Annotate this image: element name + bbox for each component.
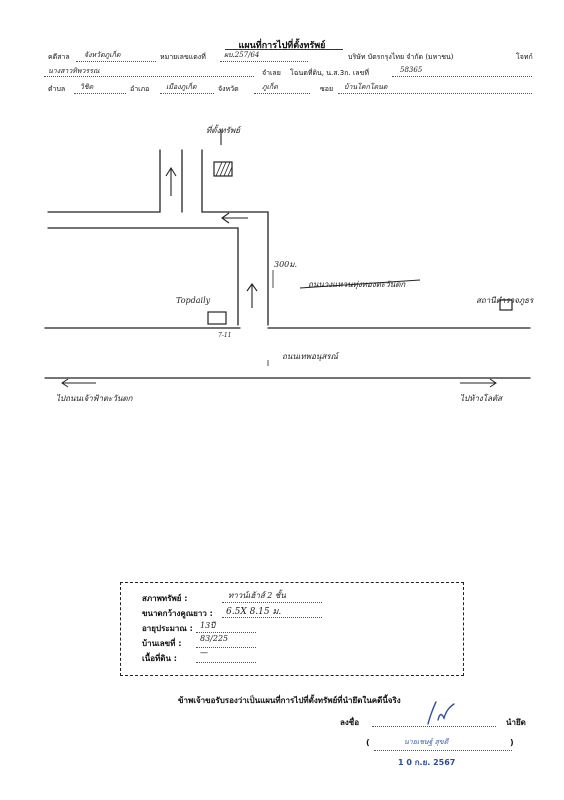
province-label: จังหวัด: [218, 85, 239, 93]
sign-label: ลงชื่อ: [340, 718, 360, 727]
size-label: ขนาดกว้างคูณยาว :: [142, 609, 213, 618]
tambon-line: [74, 93, 126, 94]
house-no-line: [196, 647, 256, 648]
soi-label: ซอย: [320, 85, 334, 93]
shop-marker: [207, 311, 227, 325]
document-title: แผนที่การไปที่ตั้งทรัพย์: [238, 41, 326, 51]
type-value: ทาวน์เฮ้าส์ 2 ชั้น: [228, 591, 286, 600]
plaintiff-role: โจทก์: [516, 53, 533, 61]
soi-line: [338, 93, 532, 94]
signature-line: [372, 726, 496, 727]
shop-label: Topdaily: [176, 296, 211, 305]
property-details-box: [120, 582, 464, 676]
age-value: 13ปี: [200, 621, 216, 630]
open-paren: (: [366, 738, 370, 747]
plaintiff-name: บริษัท บัตรกรุงไทย จำกัด (มหาชน): [348, 53, 454, 61]
type-line: [222, 602, 322, 603]
case-no-label: หมายเลขแดงที่: [160, 53, 206, 61]
tambon-value: วิชิต: [80, 83, 94, 91]
case-value-line: [76, 61, 156, 62]
size-line: [222, 617, 322, 618]
arrow-up-main: [246, 283, 258, 308]
arrow-left-to-property: [221, 212, 248, 224]
arrow-up-left: [165, 166, 177, 196]
area-line: [196, 662, 256, 663]
deed-value: 58365: [400, 66, 423, 74]
left-road-edge-lower: [47, 227, 239, 326]
left-road-edge-upper: [47, 149, 161, 213]
left-direction-label: ไปถนนเจ้าฟ้าตะวันตก: [56, 394, 133, 403]
landmark-label: สถานีตำรวจภูธร: [476, 296, 534, 305]
defendant-label: จำเลย: [262, 69, 281, 77]
area-value: —: [200, 648, 208, 657]
case-no-value: ผบ.257/64: [224, 51, 260, 59]
deed-line: [392, 76, 532, 77]
right-direction-label: ไปห้างโลตัส: [460, 394, 503, 403]
role-label: นำยึด: [506, 718, 526, 727]
case-label: คดีสาล: [48, 53, 70, 61]
property-label: ที่ตั้งทรัพย์: [206, 126, 240, 135]
left-direction-arrow: [61, 378, 96, 388]
size-value: 6.5X 8.15 ม.: [226, 607, 282, 617]
shop-sub-label: 7-11: [218, 332, 232, 339]
location-map: [44, 130, 531, 388]
type-label: สภาพทรัพย์ :: [142, 594, 188, 603]
province-line: [254, 93, 310, 94]
house-no-value: 83/225: [200, 634, 229, 643]
age-line: [196, 632, 256, 633]
landmark-marker: [499, 299, 513, 311]
right-direction-arrow: [460, 378, 497, 388]
signer-name: นายเชษฐ์ สุขดี: [404, 738, 449, 746]
age-label: อายุประมาณ :: [142, 624, 193, 633]
sign-date: 1 0 ก.ย. 2567: [398, 758, 456, 767]
amphoe-value: เมืองภูเก็ต: [166, 83, 197, 91]
case-no-line: [220, 61, 308, 62]
title-underline: [225, 49, 343, 50]
amphoe-label: อำเภอ: [130, 85, 150, 93]
defendant-line: [44, 76, 254, 77]
amphoe-line: [160, 93, 214, 94]
distance-label: 300ม.: [274, 260, 298, 269]
certification-statement: ข้าพเจ้าขอรับรองว่าเป็นแผนที่การไปที่ตั้…: [178, 696, 401, 705]
property-marker: [213, 161, 233, 177]
close-paren: ): [510, 738, 514, 747]
soi-value: บ้านโคกโตนด: [344, 83, 388, 91]
province-value: ภูเก็ต: [262, 83, 278, 91]
road-note: ถนนวงแหวนทุ่งทองตะวันตก: [308, 280, 406, 289]
house-no-label: บ้านเลขที่ :: [142, 639, 182, 648]
name-line: [374, 750, 512, 751]
case-value: จังหวัดภูเก็ต: [84, 51, 121, 59]
road-to-property-right: [201, 149, 269, 326]
area-label: เนื้อที่ดิน :: [142, 654, 177, 663]
defendant-value: นางสาวทิพวรรณ: [48, 67, 100, 75]
road-note-line: [299, 279, 421, 289]
tambon-label: ตำบล: [48, 85, 66, 93]
main-road-label: ถนนเทพอนุสรณ์: [282, 352, 338, 361]
signature: [427, 701, 455, 725]
deed-label: โฉนดที่ดิน, น.ส.3ก. เลขที่: [290, 69, 369, 77]
